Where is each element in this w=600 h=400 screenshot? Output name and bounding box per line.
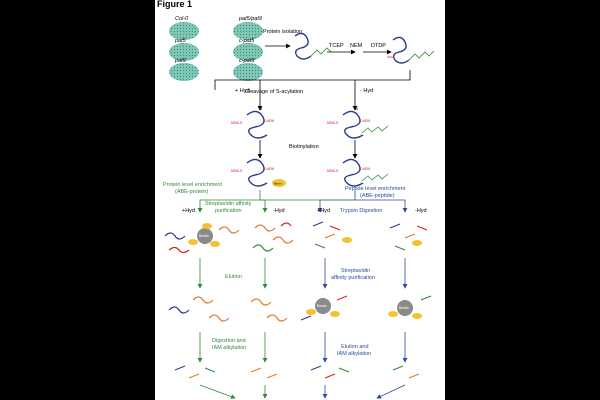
- step-trypsin: Trypsin Digestion: [340, 208, 382, 214]
- genotype-label: pat5: [174, 38, 187, 44]
- figure-panel: Figure 1 Col-0 pat5/pat9 pat5 c-pat5 pat…: [155, 0, 445, 400]
- label-peptide-level: Peptide level enrichment: [345, 186, 406, 192]
- peptide-cluster-plus: [312, 221, 352, 249]
- beads-cluster: Beads: [164, 223, 240, 254]
- step-elution: Elution: [225, 274, 242, 280]
- arrow-protein-plus: [197, 190, 261, 213]
- genotype-label: Col-0: [175, 16, 189, 22]
- genotype-label: pat9: [174, 58, 186, 64]
- label-minus-hyd: - Hyd: [360, 88, 373, 94]
- arrow-protein-minus: [260, 199, 268, 213]
- genotype-label: pat5/pat9: [238, 16, 262, 22]
- nem-tag: NEM: [387, 55, 394, 59]
- protein-cleaved-minus: N NEM-S S-NEM: [327, 106, 389, 139]
- svg-text:NEM-S: NEM-S: [327, 121, 339, 125]
- seedling-disc: [233, 43, 263, 61]
- step-protein-isolation: Protein isolation: [263, 29, 302, 35]
- branch-plus-peptide: +Hyd: [317, 208, 330, 214]
- seedling-discs: [169, 22, 263, 81]
- peptide-cluster-minus: [389, 223, 428, 251]
- reagent-dtdp: DTDP: [371, 43, 386, 49]
- arrow-peptide-minus: [355, 199, 408, 213]
- reagent-tcep: TCEP: [329, 43, 344, 49]
- arrow: [376, 384, 406, 399]
- label-plus-hyd: + Hyd: [235, 88, 250, 94]
- seedling-disc: [169, 22, 199, 40]
- svg-text:Beads: Beads: [317, 304, 327, 308]
- step-cleavage: Cleavage of S-acylation: [245, 89, 303, 95]
- branch-minus-peptide: -Hyd: [415, 208, 427, 214]
- protein-molecule-labeled: NEM: [387, 36, 435, 64]
- label-peptide-level-sub: (ABE-peptide): [360, 193, 395, 199]
- svg-text:Biotin: Biotin: [274, 182, 282, 186]
- genotype-label: c-pat9: [239, 58, 254, 64]
- arrow: [199, 384, 236, 399]
- step-biotinylation: Biotinylation: [289, 144, 319, 150]
- figure-title: Figure 1: [157, 0, 192, 9]
- svg-text:Beads: Beads: [399, 306, 409, 310]
- label-protein-level: Protein level enrichment: [163, 182, 222, 188]
- workflow-diagram: Figure 1 Col-0 pat5/pat9 pat5 c-pat5 pat…: [157, 0, 435, 399]
- seedling-disc: [169, 63, 199, 81]
- protein-biotinylated-plus: NEM-S S-NEM Biotin: [231, 158, 286, 187]
- svg-text:Beads: Beads: [199, 234, 209, 238]
- genotype-label: c-pat5: [239, 38, 255, 44]
- beads-peptide-minus: Beads: [388, 295, 432, 319]
- seedling-disc: [233, 22, 263, 40]
- reagent-nem: NEM: [350, 43, 363, 49]
- seedling-disc: [233, 63, 263, 81]
- svg-text:N: N: [259, 106, 262, 111]
- svg-text:S-NEM: S-NEM: [263, 119, 274, 123]
- eluted-proteins-plus: [168, 296, 230, 322]
- branch-minus-protein: -Hyd: [273, 208, 285, 214]
- svg-text:S-NEM: S-NEM: [263, 167, 274, 171]
- branch-plus-protein: +Hyd: [182, 208, 195, 214]
- protein-cluster-minus: [252, 222, 294, 252]
- label-protein-level-sub: (ABE-protein): [175, 189, 208, 195]
- seedling-disc: [169, 43, 199, 61]
- eluted-proteins-minus: [250, 298, 288, 322]
- biotin-tag: [272, 179, 286, 187]
- protein-cleaved-plus: N NEM-S S-NEM: [231, 106, 274, 139]
- svg-text:S-NEM: S-NEM: [359, 119, 370, 123]
- svg-text:NEM-S: NEM-S: [231, 121, 243, 125]
- protein-biotinylated-minus: NEM-S S-NEM: [327, 158, 389, 187]
- final-peptides: [174, 365, 420, 379]
- svg-text:NEM-S: NEM-S: [327, 169, 339, 173]
- svg-text:N: N: [355, 106, 358, 111]
- svg-text:NEM-S: NEM-S: [231, 169, 243, 173]
- beads-peptide-plus: Beads: [300, 295, 348, 321]
- protein-molecule: [294, 32, 332, 60]
- svg-text:S-NEM: S-NEM: [359, 167, 370, 171]
- connector: [214, 70, 411, 90]
